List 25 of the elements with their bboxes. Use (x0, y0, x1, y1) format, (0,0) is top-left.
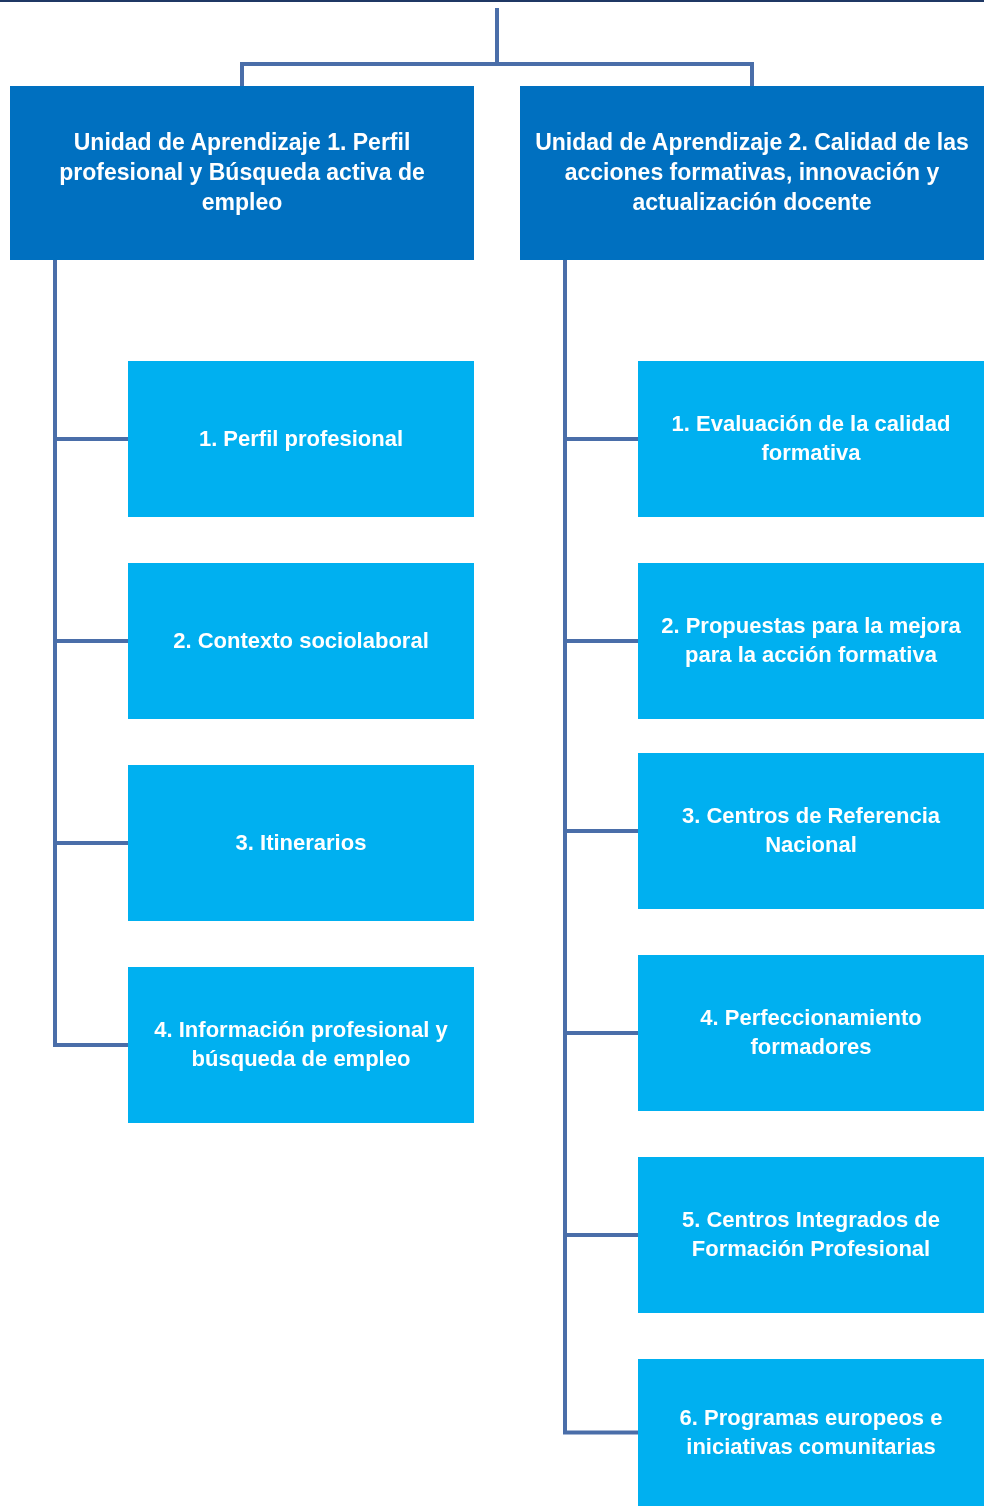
topic-label: 5. Centros Integrados de Formación Profesional (681, 1206, 941, 1263)
topic-box (638, 563, 984, 719)
topic-label: 4. Perfeccionamiento formadores (699, 1004, 923, 1061)
topic-box (128, 361, 474, 517)
topic-label: 2. Contexto sociolaboral (173, 626, 429, 655)
topic-label: 1. Evaluación de la calidad formativa (670, 410, 952, 467)
topic-box (128, 765, 474, 921)
topic-label: 1. Perfil profesional (198, 424, 404, 453)
topic-box (128, 563, 474, 719)
unit-box (520, 86, 984, 260)
connector-line (495, 8, 754, 86)
topic-box (638, 1157, 984, 1313)
unit-box (10, 86, 474, 260)
topic-label: 3. Itinerarios (235, 828, 367, 857)
topic-label: 6. Programas europeos e iniciativas comunitarias (678, 1403, 944, 1461)
topic-box (638, 753, 984, 909)
unit-title: Unidad de Aprendizaje 1. Perfil profesional y Búsqueda activa de empleo (58, 128, 426, 217)
topic-box (638, 1359, 984, 1506)
topic-label: 2. Propuestas para la mejora para la acción formativa (660, 612, 962, 669)
topic-box (638, 955, 984, 1111)
topic-box (638, 361, 984, 517)
topic-box (128, 967, 474, 1123)
topic-label: 3. Centros de Referencia Nacional (681, 802, 941, 859)
unit-title: Unidad de Aprendizaje 2. Calidad de las acciones formativas, innovación y actualización docente (534, 128, 970, 217)
topic-label: 4. Información profesional y búsqueda de empleo (153, 1016, 449, 1073)
